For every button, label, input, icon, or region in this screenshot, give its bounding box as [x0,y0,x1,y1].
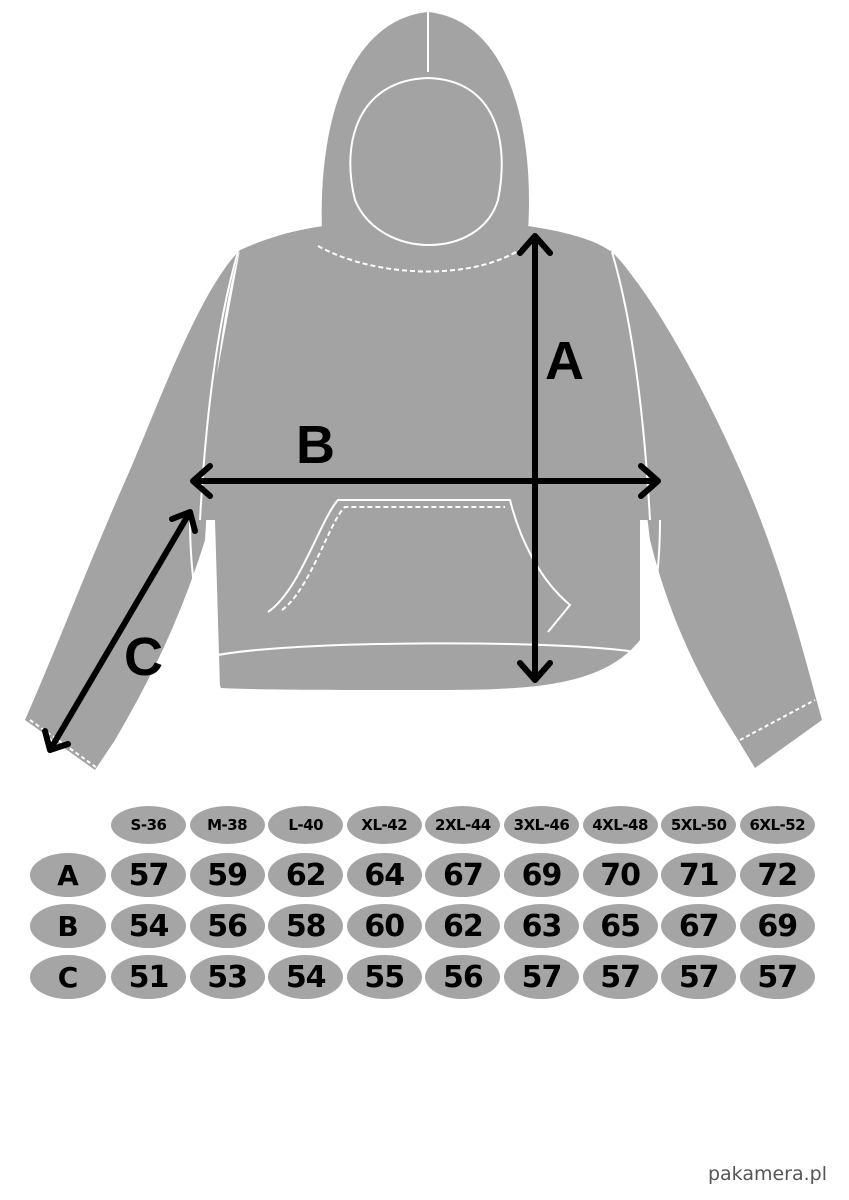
size-header: XL-42 [346,806,422,844]
measurement-label-c: C [124,627,163,687]
table-cell: 54 [111,904,186,948]
table-cell: 57 [661,955,737,999]
table-cell: 56 [189,904,265,948]
measurement-label-b: B [296,415,335,475]
right-sleeve [610,250,822,768]
table-cell: 67 [661,904,737,948]
table-cell: 70 [582,853,658,897]
table-cell: 60 [346,904,422,948]
size-header: S-36 [111,806,186,844]
row-label: C [30,955,106,999]
size-header: 6XL-52 [739,806,815,844]
measurement-label-a: A [545,331,584,391]
table-cell: 54 [268,955,344,999]
brand-watermark: pakamera.pl [707,1163,827,1185]
table-cell: 67 [425,853,501,897]
size-header: 3XL-46 [504,806,579,844]
row-label: A [30,853,106,897]
hoodie-diagram [25,12,822,771]
arrow-c [42,509,198,753]
table-cell: 55 [346,955,422,999]
size-header: 2XL-44 [425,806,501,844]
size-header: L-40 [268,806,344,844]
table-cell: 62 [425,904,501,948]
table-cell: 63 [504,904,579,948]
body [190,225,720,690]
table-cell: 69 [739,904,815,948]
table-cell: 69 [504,853,579,897]
table-cell: 51 [111,955,186,999]
table-cell: 64 [346,853,422,897]
table-cell: 59 [189,853,265,897]
arrow-a [517,233,553,683]
table-cell: 56 [425,955,501,999]
table-cell: 53 [189,955,265,999]
table-cell: 58 [268,904,344,948]
table-cell: 72 [739,853,815,897]
table-cell: 57 [582,955,658,999]
table-cell: 71 [661,853,737,897]
table-cell: 57 [739,955,815,999]
hood [321,12,529,232]
size-header: 4XL-48 [582,806,658,844]
table-cell: 65 [582,904,658,948]
size-header: M-38 [189,806,265,844]
left-sleeve [25,250,240,770]
arrow-b [190,463,661,499]
table-cell: 62 [268,853,344,897]
row-label: B [30,904,106,948]
size-header: 5XL-50 [661,806,737,844]
table-cell: 57 [111,853,186,897]
table-cell: 57 [504,955,579,999]
